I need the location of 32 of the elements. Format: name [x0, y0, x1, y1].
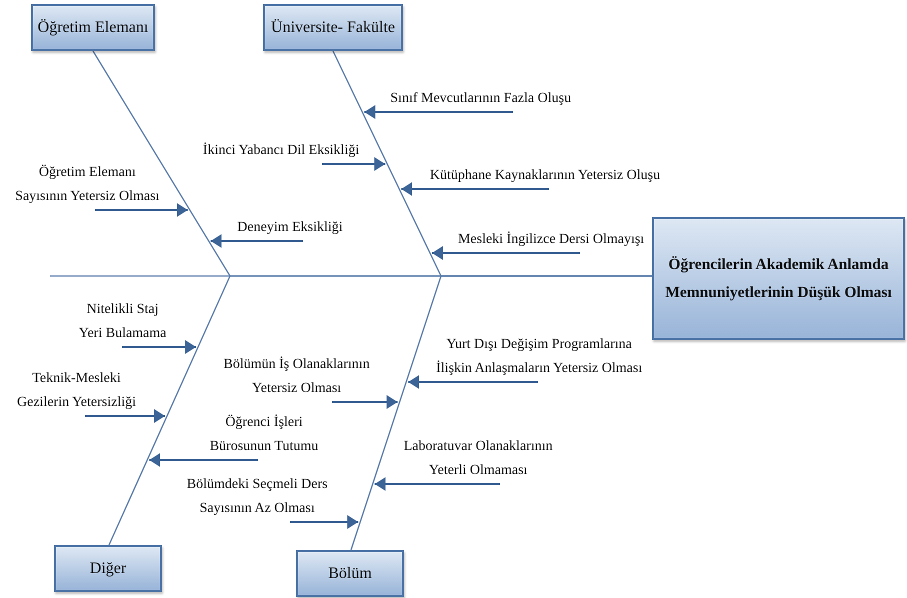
- cause-label: Kütüphane Kaynaklarının Yetersiz Oluşu: [430, 164, 660, 188]
- cause-label: Sınıf Mevcutlarının Fazla Oluşu: [390, 87, 572, 111]
- arrow: [432, 246, 580, 260]
- arrow: [374, 477, 500, 491]
- cause-label: Nitelikli Staj Yeri Bulamama: [75, 298, 170, 346]
- arrow: [290, 515, 358, 529]
- category-box: Diğer: [54, 545, 162, 592]
- cause-label: İkinci Yabancı Dil Eksikliği: [202, 139, 360, 163]
- cause-label: Öğrenci İşleri Bürosunun Tutumu: [206, 411, 322, 459]
- cause-label: Mesleki İngilizce Dersi Olmayışı: [458, 228, 644, 252]
- cause-label: Deneyim Eksikliği: [237, 216, 343, 240]
- category-box: Üniversite- Fakülte: [263, 4, 403, 51]
- cause-label: Bölümün İş Olanaklarının Yetersiz Olması: [222, 353, 372, 401]
- cause-label: Teknik-Mesleki Gezilerin Yetersizliği: [14, 367, 140, 415]
- arrow: [122, 340, 196, 354]
- arrow: [332, 395, 398, 409]
- category-box: Öğretim Elemanı: [31, 4, 155, 51]
- arrow: [210, 234, 303, 248]
- category-box: Bölüm: [296, 550, 404, 597]
- arrow: [408, 375, 538, 389]
- spine-line: [50, 275, 652, 277]
- arrow: [322, 157, 386, 171]
- cause-label: Bölümdeki Seçmeli Ders Sayısının Az Olması: [182, 473, 332, 521]
- arrow: [95, 203, 188, 217]
- arrow: [85, 409, 166, 423]
- arrow: [149, 453, 258, 467]
- cause-label: Öğretim Elemanı Sayısının Yetersiz Olması: [12, 161, 162, 209]
- effect-box: Öğrencilerin Akademik Anlamda Memnuniyetlerinin Düşük Olması: [652, 217, 905, 340]
- arrow: [364, 105, 513, 119]
- cause-label: Yurt Dışı Değişim Programlarına İlişkin Anlaşmaların Yetersiz Olması: [434, 333, 644, 381]
- cause-label: Laboratuvar Olanaklarının Yeterli Olmaması: [400, 435, 556, 483]
- arrow: [401, 182, 549, 196]
